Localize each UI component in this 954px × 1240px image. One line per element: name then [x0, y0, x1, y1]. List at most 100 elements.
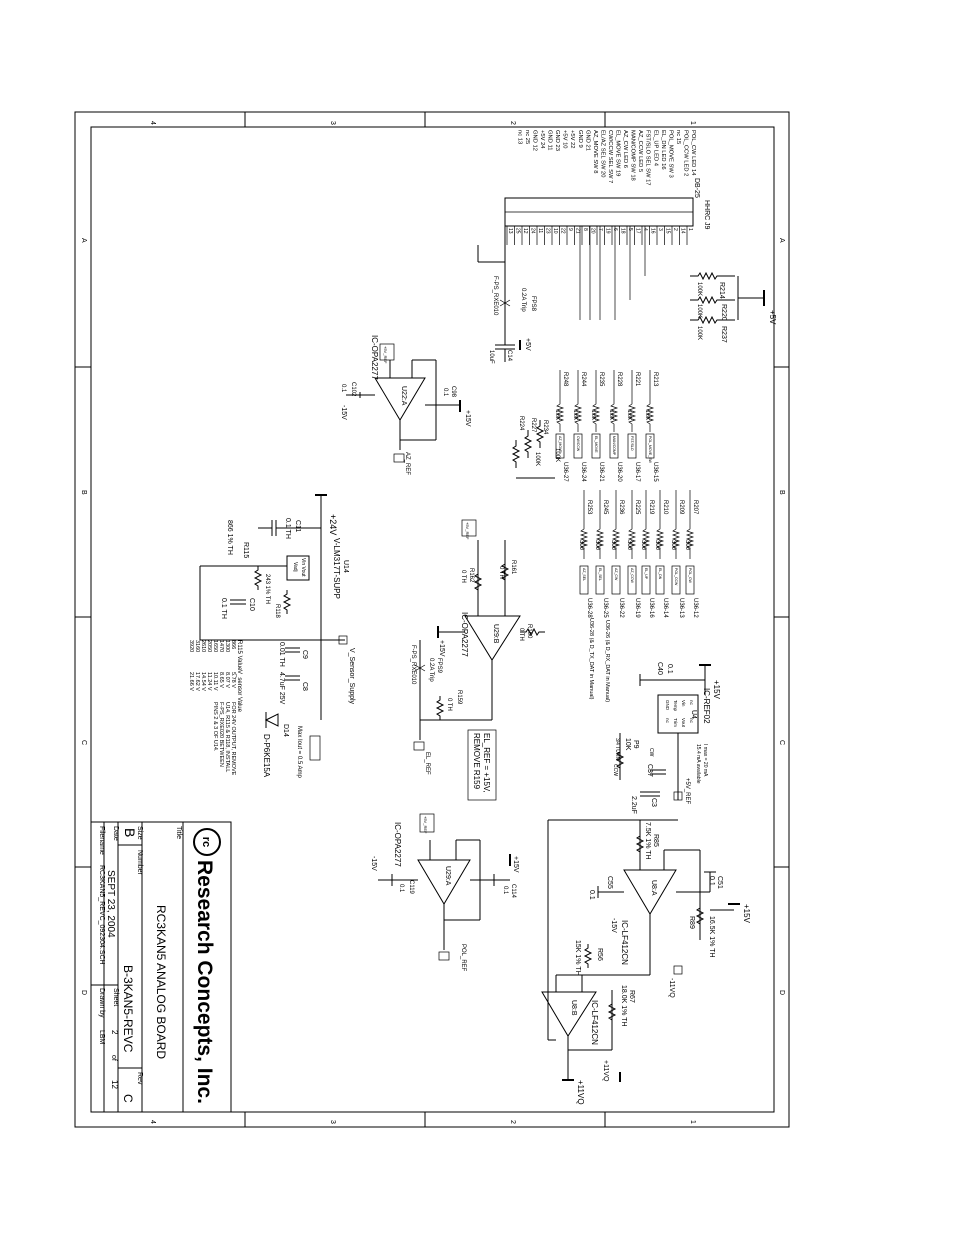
c11-value: 0.1 TH	[284, 518, 291, 539]
switch-net-tag	[573, 433, 583, 459]
connector-pin-label: EL_MOVE SW 19	[615, 130, 621, 176]
zone-col-top-4: 4	[149, 121, 156, 125]
board-title: RC3KAN5 ANALOG BOARD	[154, 905, 168, 1059]
connector-type: DB-25	[693, 178, 700, 198]
led-resistor-ref: R236	[618, 500, 624, 515]
led-resistor-ref: R225	[634, 500, 640, 515]
connector-pin-number: 9	[567, 228, 573, 231]
size-label: Size	[136, 826, 143, 840]
led-net-label: U36-25	[602, 598, 608, 618]
led-net-tag-label: POL_CW	[688, 568, 692, 583]
connector-pin-label: nc 25	[524, 130, 530, 144]
opamp-u8a: U8:A IC-LF412CN R85 7.5K 1% TH R89 16.5K…	[588, 820, 751, 998]
filename-value: RC3KAN5_REVC_092304.SCH	[98, 865, 105, 965]
led-net-tag	[685, 565, 695, 595]
led-resistor	[595, 525, 605, 559]
u14-part: V-LM317T-SUPP	[332, 538, 341, 599]
u4-output-net: +5V_REF	[684, 778, 690, 805]
switch-net-tag	[627, 433, 637, 459]
connector-pin-number: 16	[650, 228, 656, 234]
connector-pin-number: 3	[657, 228, 663, 231]
u29b-output-net: EL_REF	[424, 752, 430, 775]
r85-ref: R85	[652, 834, 659, 847]
led-resistor-value: 300	[640, 540, 646, 551]
title-label: Title	[175, 826, 182, 839]
table-r115-value: 1470	[218, 640, 224, 652]
c3-value: 2.2uF	[630, 796, 637, 814]
rev-value: C	[121, 1094, 135, 1103]
led-net-tag	[627, 565, 637, 595]
switch-net-label: U36-17	[634, 462, 640, 482]
u14-adj: Vadj	[292, 562, 298, 572]
u8a-vneg-tag: -11VQ	[668, 978, 675, 998]
r89-ref: R89	[688, 916, 695, 929]
c37-ref: C37	[646, 764, 653, 777]
c102-ref: C102	[350, 382, 356, 397]
u29b-part: IC-OPA2277	[460, 612, 469, 657]
connector-pin-number: 1	[687, 228, 693, 231]
led-net-tag-label: AZ_SEL	[582, 568, 586, 581]
zone-row-right-d: D	[778, 990, 785, 995]
pullup-resistors: +5V 100K R214 100K R220 100K R237	[690, 271, 777, 343]
drawn-value: LBM	[98, 1030, 105, 1045]
bus-wiring	[579, 226, 646, 320]
connector-pin-label: GND 11	[547, 130, 553, 151]
led-net-label: U36-13	[678, 598, 684, 618]
connector-pin-label: nc 13	[516, 130, 522, 144]
zone-col-top-1: 1	[689, 121, 696, 125]
of-label: of	[110, 1055, 117, 1061]
u22a-vneg: -15V	[340, 405, 347, 420]
u8b-vpos: +11VQ	[602, 1060, 609, 1082]
table-vsensor-value: 10.11 V	[212, 672, 218, 691]
zone-row-right-a: A	[778, 238, 785, 243]
connector-pin-label: AZ_CW LED 6	[622, 130, 628, 168]
connector-pin-number: 21	[575, 228, 581, 234]
switch-resistor	[627, 400, 637, 432]
u29a-vpos: +15V	[512, 856, 519, 873]
r237-value: 100K	[696, 326, 702, 340]
zone-col-bot-2: 2	[509, 1120, 516, 1124]
title-block: rc Research Concepts, Inc. Title RC3KAN5…	[90, 821, 232, 1113]
u8b-output: +11VQ	[576, 1080, 585, 1105]
table-header-vsensor: V_sensor Value	[236, 670, 242, 713]
table-r115-value: 2610	[200, 640, 206, 652]
r118-ref: R118	[274, 604, 280, 619]
connector-pin-label: POL_CCW LED 2	[682, 130, 688, 176]
r234-value: 100K	[554, 448, 560, 462]
led-resistor-ref: R253	[586, 500, 592, 515]
connector-pin-number: 10	[552, 228, 558, 234]
zone-col-top-3: 3	[329, 121, 336, 125]
p9-ccw: CCW	[612, 764, 618, 776]
switch-resistor-ref: R221	[634, 372, 640, 387]
zone-col-top-2: 2	[509, 121, 516, 125]
u29a-input-tag: +5V_REF	[423, 816, 428, 834]
table-r115-value: 1300	[224, 640, 230, 652]
r227-value: 100K	[534, 452, 540, 466]
c119-value: 0.1	[398, 884, 404, 893]
led-net-label: U36-22	[618, 598, 624, 618]
connector-pin-label: +5V 10	[562, 130, 568, 149]
u4-pin-label: Temp	[673, 700, 678, 712]
u4-pin-label: Vout	[681, 718, 686, 728]
u4-pin-label: Vin	[681, 700, 686, 707]
led-resistor-ref: R207	[692, 500, 698, 515]
connector-pin-number: 14	[680, 228, 686, 234]
switch-resistor-value: 1.8K	[554, 410, 560, 421]
connector-pin-label: AZ_CCW LED 5	[637, 130, 643, 172]
u8b-ref: U8:B	[570, 1000, 577, 1016]
led-net-tag-label: EL_UP	[644, 568, 648, 580]
r227-ref: R227	[530, 418, 536, 433]
r220-ref: R220	[720, 304, 727, 321]
c14-rail: +5V	[524, 338, 531, 351]
led-net-label: U36-28	[586, 598, 592, 618]
r159-ref: R159	[456, 690, 462, 705]
d14-part: D-P6KE15A	[262, 734, 271, 778]
table-note-line: F-PS_RXE020 BETWEEN	[218, 702, 224, 767]
fuse-fps8: FPS8 0.2A Trip F-PS_RXE010 +5V C14 10uF	[477, 226, 536, 364]
table-vsensor-value: 11.24 V	[206, 672, 212, 691]
r161-ref: R161	[510, 560, 516, 575]
led-net-label: U36-16	[648, 598, 654, 618]
drawn-label: Drawn by	[98, 988, 105, 1018]
r214-value: 100K	[696, 282, 702, 296]
c40-ref: C40	[656, 662, 663, 675]
